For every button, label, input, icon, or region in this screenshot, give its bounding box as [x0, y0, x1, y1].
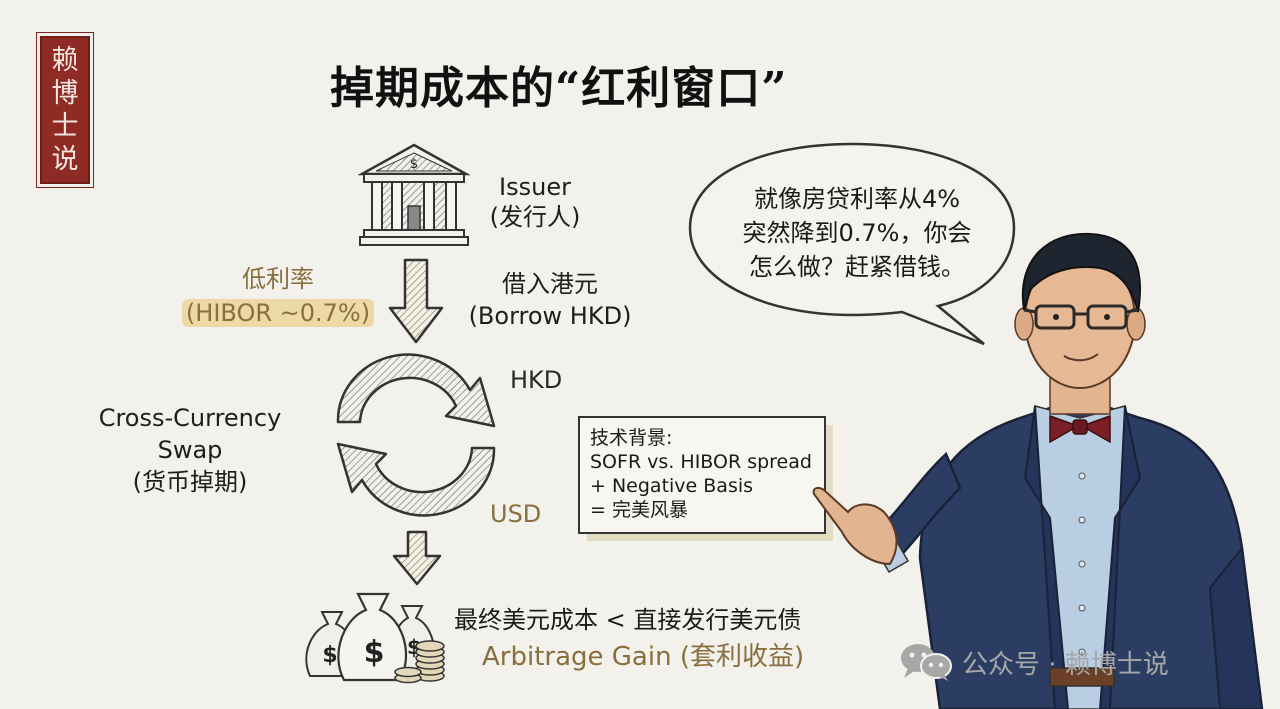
cycle-arrows-icon	[336, 353, 496, 517]
tech-heading: 技术背景:	[590, 427, 673, 449]
bubble-line: 就像房贷利率从4%	[753, 185, 961, 213]
svg-text:$: $	[322, 643, 337, 668]
issuer-label-en: Issuer	[499, 173, 571, 201]
down-arrow-icon	[388, 258, 444, 344]
swap-label-line1: Cross-Currency	[98, 404, 282, 432]
issuer-label: Issuer (发行人)	[480, 172, 590, 232]
money-bags-icon: $ $ $	[305, 592, 445, 684]
tech-line: = 完美风暴	[590, 499, 688, 521]
seal-char: 博	[51, 78, 79, 109]
borrow-label-zh: 借入港元	[502, 270, 598, 298]
presenter-illustration	[812, 232, 1264, 709]
hibor-rate-highlight: (HIBOR ~0.7%)	[181, 299, 375, 327]
seal-char: 赖	[51, 45, 79, 76]
watermark-text: 公众号 · 赖博士说	[962, 649, 1169, 680]
svg-text:$: $	[410, 157, 418, 172]
seal-char: 士	[51, 111, 79, 142]
down-arrow-icon	[392, 530, 442, 586]
borrow-label-en: (Borrow HKD)	[468, 302, 632, 330]
low-rate-label: 低利率 (HIBOR ~0.7%)	[168, 262, 388, 330]
speech-bubble-text: 就像房贷利率从4% 突然降到0.7%，你会 怎么做？赶紧借钱。	[712, 182, 1002, 284]
swap-label-zh: (货币掉期)	[132, 468, 248, 496]
tech-line: + Negative Basis	[590, 475, 754, 497]
svg-text:$: $	[364, 635, 385, 670]
wechat-icon	[901, 644, 952, 681]
speech-bubble	[688, 142, 1016, 346]
author-seal: 赖 博 士 说	[40, 36, 90, 184]
usd-label: USD	[490, 500, 542, 528]
tech-background-box: 技术背景: SOFR vs. HIBOR spread + Negative B…	[578, 416, 826, 534]
page-title: 掉期成本的“红利窗口”	[330, 63, 788, 114]
result-comparison: 最终美元成本 < 直接发行美元债	[454, 606, 802, 634]
seal-char: 说	[51, 144, 79, 175]
bubble-line: 突然降到0.7%，你会	[742, 219, 972, 247]
bank-building-icon: $	[358, 143, 470, 246]
low-rate-zh: 低利率	[242, 265, 314, 293]
tech-line: SOFR vs. HIBOR spread	[590, 451, 812, 473]
issuer-label-zh: (发行人)	[489, 203, 581, 231]
swap-label-line2: Swap	[157, 436, 223, 464]
swap-label: Cross-Currency Swap (货币掉期)	[90, 402, 290, 498]
bubble-line: 怎么做？赶紧借钱。	[749, 253, 965, 281]
hkd-label: HKD	[510, 366, 563, 394]
watermark: 公众号 · 赖博士说	[900, 642, 1169, 682]
borrow-label: 借入港元 (Borrow HKD)	[455, 268, 645, 332]
arbitrage-gain-label: Arbitrage Gain (套利收益)	[482, 642, 805, 672]
